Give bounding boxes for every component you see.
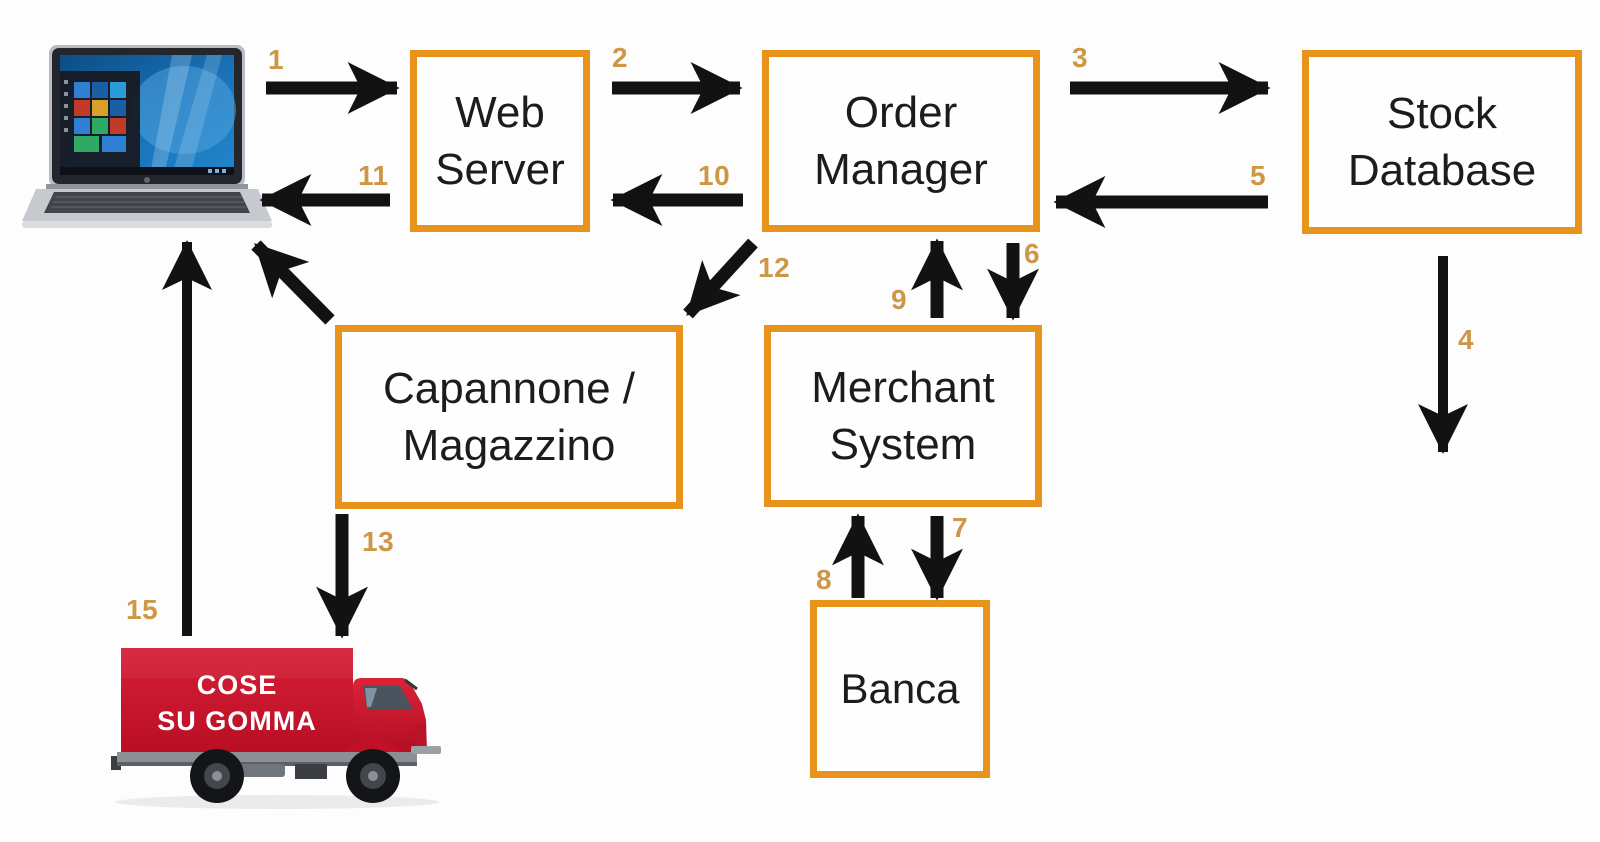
flow-number-11: 11 (358, 160, 389, 191)
truck-chassis (117, 752, 417, 762)
front-wheel (346, 749, 400, 803)
flow-number-10: 10 (698, 160, 731, 191)
truck-cargo-box (121, 648, 353, 752)
truck-cab (343, 678, 441, 754)
truck-cargo-label: COSE SU GOMMA (157, 670, 317, 736)
truck-shadow (115, 795, 439, 809)
laptop-front-edge (22, 221, 272, 228)
flow-number-8: 8 (816, 564, 833, 595)
flow-arrow-12 (683, 238, 758, 319)
bumper (411, 746, 441, 754)
svg-text:SU GOMMA: SU GOMMA (157, 706, 317, 736)
flow-number-13: 13 (362, 526, 395, 557)
flow-number-9: 9 (891, 284, 908, 315)
merchant-system-box: Merchant System (764, 325, 1042, 507)
flow-arrow-warehouse-to-laptop (251, 240, 335, 325)
flow-number-5: 5 (1250, 160, 1267, 191)
grille (415, 724, 426, 746)
laptop-image (22, 45, 272, 228)
order-manager-box: Order Manager (762, 50, 1040, 232)
keyboard-rows (51, 196, 246, 208)
bank-box: Banca (810, 600, 990, 778)
laptop-hinge (46, 184, 248, 189)
taskbar (60, 167, 234, 175)
flow-number-12: 12 (758, 252, 791, 283)
windows-desktop-screen (60, 55, 236, 175)
flow-number-4: 4 (1458, 324, 1475, 355)
flow-number-3: 3 (1072, 42, 1089, 73)
rear-wheel (190, 749, 244, 803)
hp-logo (144, 177, 150, 183)
mirror (404, 678, 418, 691)
flow-number-1: 1 (268, 44, 285, 75)
svg-text:COSE: COSE (197, 670, 278, 700)
warehouse-box: Capannone / Magazzino (335, 325, 683, 509)
web-server-box: Web Server (410, 50, 590, 232)
flow-number-15: 15 (126, 594, 159, 625)
flow-number-6: 6 (1024, 238, 1041, 269)
flow-number-7: 7 (952, 512, 969, 543)
truck-image: COSE SU GOMMA (111, 648, 441, 809)
start-menu-tiles (64, 80, 126, 152)
flow-number-2: 2 (612, 42, 629, 73)
stock-database-box: Stock Database (1302, 50, 1582, 234)
